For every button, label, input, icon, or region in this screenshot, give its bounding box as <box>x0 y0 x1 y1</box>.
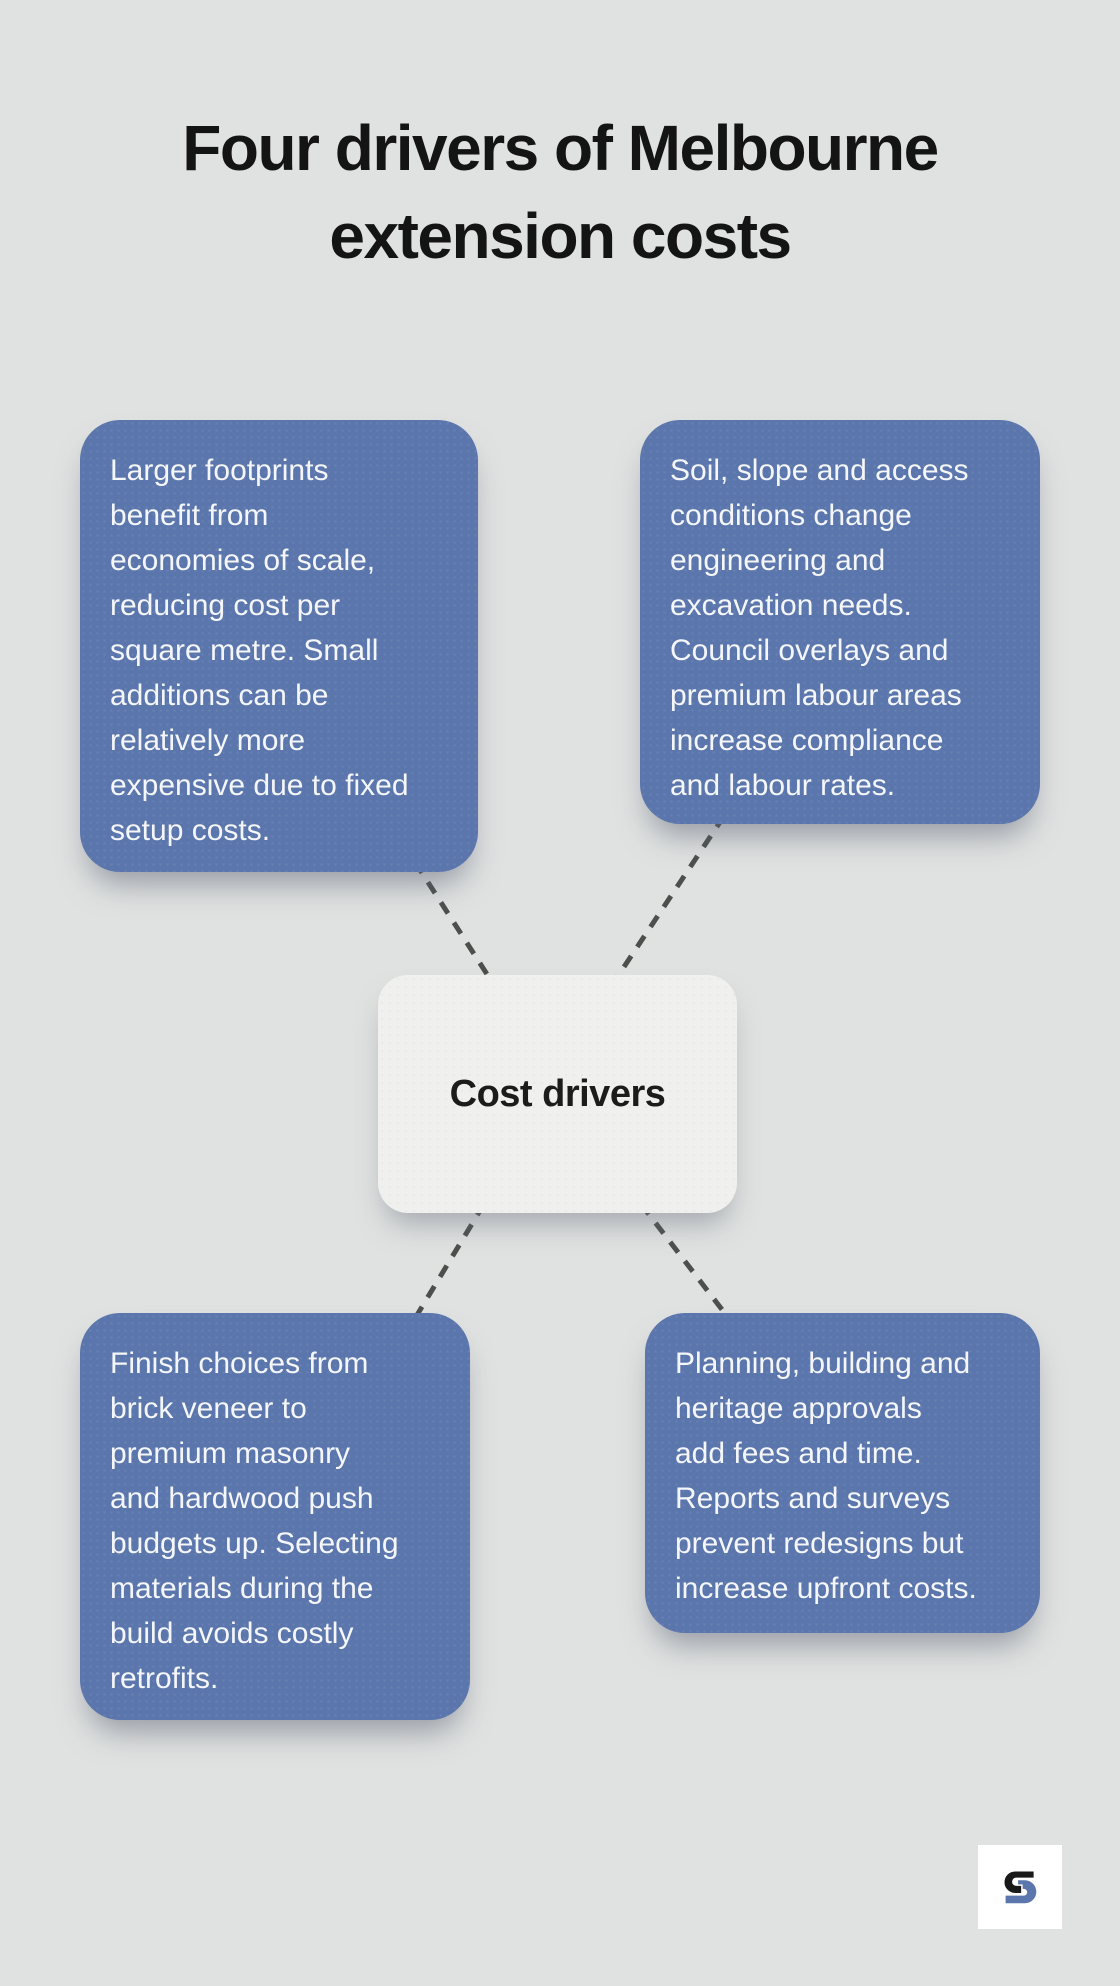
node-card-material-finishes: Finish choices from brick veneer to prem… <box>80 1313 470 1720</box>
node-text-site-conditions: Soil, slope and access conditions change… <box>670 454 969 802</box>
page-title: Four drivers of Melbourne extension cost… <box>182 112 939 272</box>
connector-top-right <box>611 814 727 984</box>
node-text-material-finishes: Finish choices from brick veneer to prem… <box>110 1347 399 1695</box>
node-text-approvals: Planning, building and heritage approval… <box>675 1347 977 1605</box>
node-card-site-conditions: Soil, slope and access conditions change… <box>640 420 1040 824</box>
node-card-project-size: Larger footprints benefit from economies… <box>80 420 478 872</box>
node-text-project-size: Larger footprints benefit from economies… <box>110 454 409 847</box>
connector-bottom-left <box>411 1202 487 1322</box>
s-monogram-icon <box>1003 1869 1037 1904</box>
center-node-label: Cost drivers <box>449 1072 666 1115</box>
connector-bottom-right <box>639 1202 732 1322</box>
connector-top-left <box>412 860 495 984</box>
center-node: Cost drivers <box>378 975 737 1213</box>
logo-badge <box>978 1845 1062 1929</box>
node-card-approvals: Planning, building and heritage approval… <box>645 1313 1040 1633</box>
